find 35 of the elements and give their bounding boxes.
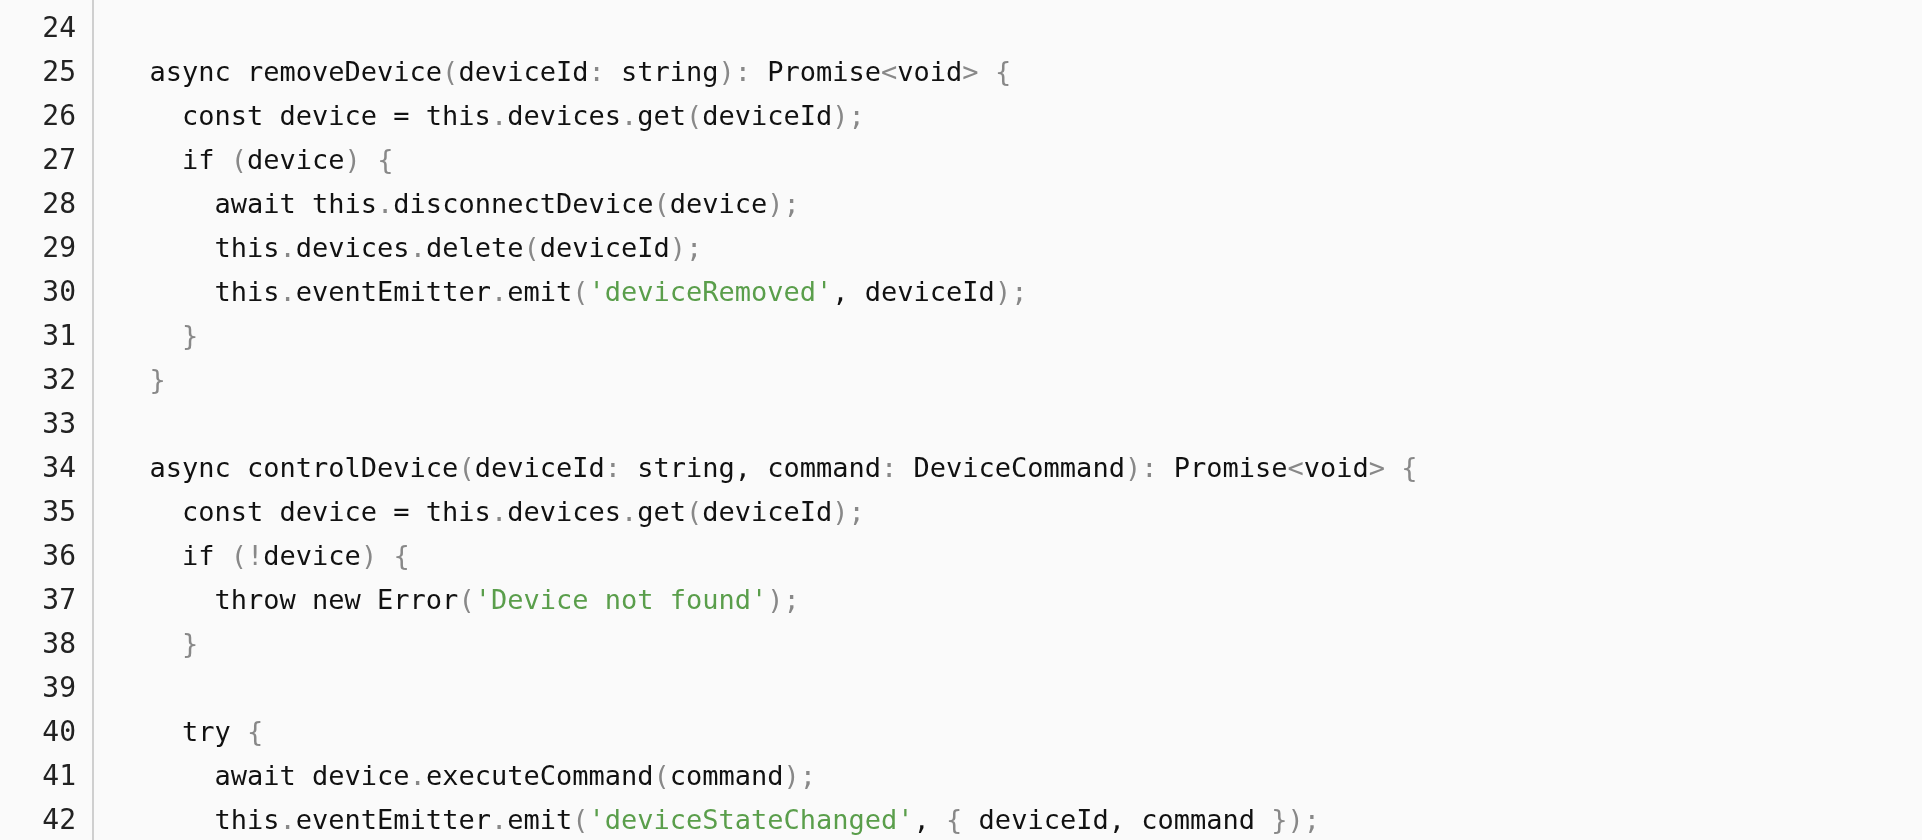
code-line: if (device) { bbox=[181, 143, 394, 177]
line-number: 30 bbox=[41, 274, 76, 310]
code-line: } bbox=[148, 363, 166, 397]
line-number: 24 bbox=[41, 10, 76, 46]
code-line: const device = this.devices.get(deviceId); bbox=[181, 495, 865, 529]
code-line: await device.executeCommand(command); bbox=[213, 759, 817, 793]
line-number: 35 bbox=[41, 494, 76, 530]
line-number: 32 bbox=[41, 362, 76, 398]
code-line: try { bbox=[181, 715, 264, 749]
line-number: 40 bbox=[41, 714, 76, 750]
line-number: 41 bbox=[41, 758, 76, 794]
line-number: 33 bbox=[41, 406, 76, 442]
line-number: 39 bbox=[41, 670, 76, 706]
line-number: 26 bbox=[41, 98, 76, 134]
code-line: } bbox=[181, 627, 199, 661]
line-number: 36 bbox=[41, 538, 76, 574]
code-line: } bbox=[181, 319, 199, 353]
line-number: 42 bbox=[41, 802, 76, 838]
line-number: 38 bbox=[41, 626, 76, 662]
code-line: await this.disconnectDevice(device); bbox=[213, 187, 800, 221]
code-line: async removeDevice(deviceId: string): Promise<void> { bbox=[148, 55, 1012, 89]
code-line: if (!device) { bbox=[181, 539, 410, 573]
line-number: 34 bbox=[41, 450, 76, 486]
code-line: const device = this.devices.get(deviceId); bbox=[181, 99, 865, 133]
line-number: 31 bbox=[41, 318, 76, 354]
code-line: throw new Error('Device not found'); bbox=[213, 583, 800, 617]
code-line: this.devices.delete(deviceId); bbox=[213, 231, 703, 265]
code-line: async controlDevice(deviceId: string, command: DeviceCommand): Promise<void> { bbox=[148, 451, 1418, 485]
line-number: 25 bbox=[41, 54, 76, 90]
line-number: 27 bbox=[41, 142, 76, 178]
code-line: this.eventEmitter.emit('deviceRemoved', deviceId); bbox=[213, 275, 1028, 309]
line-number: 37 bbox=[41, 582, 76, 618]
line-number: 29 bbox=[41, 230, 76, 266]
line-number: 28 bbox=[41, 186, 76, 222]
code-line: this.eventEmitter.emit('deviceStateChanged', { deviceId, command }); bbox=[213, 803, 1320, 837]
